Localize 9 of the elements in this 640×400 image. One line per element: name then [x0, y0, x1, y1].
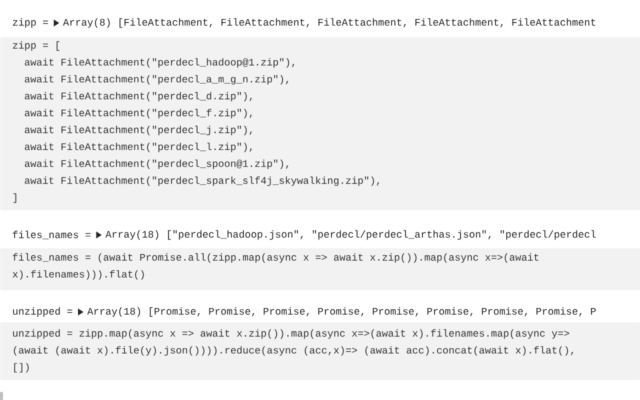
output-value: Array(18) [Promise, Promise, Promise, Promise, Promise, Promise, Promise, Promise, P: [87, 307, 596, 317]
code-cell: zipp = [ await FileAttachment("perdecl_hadoop@1.zip"), await FileAttachment("perdecl_a_m_g_n.zip"), await FileAttachment("perdecl_d.zip"), await FileAttachment("perdecl_f.zip"), await FileAttachment("perdecl_j.zip"), await FileAttachment("perdecl_l.zip"), await FileAttachment("perdecl_spoon@1.zip"), await FileAttachment("perdecl_spark_slf4j_skywalking.zip"), ]: [0, 37, 640, 210]
variable-name: zipp =: [12, 18, 48, 28]
code-cell: files_names = (await Promise.all(zipp.map(async x => await x.zip()).map(async x=>(await x).filenames))).flat(): [0, 248, 640, 290]
output-value: Array(8) [FileAttachment, FileAttachment, FileAttachment, FileAttachment, FileAttachment: [62, 18, 596, 28]
code-cell: unzipped = zipp.map(async x => await x.zip()).map(async x=>(await x).filenames.map(async y=> (await (await x).file(y).json()))).reduce(async (acc,x)=> (await acc).concat(await x).flat(), []): [0, 322, 640, 380]
output-value: Array(18) ["perdecl_hadoop.json", "perdecl/perdecl_arthas.json", "perdecl/perdecl: [105, 230, 596, 240]
variable-name: files_names =: [12, 230, 90, 240]
variable-name: unzipped =: [13, 307, 72, 317]
